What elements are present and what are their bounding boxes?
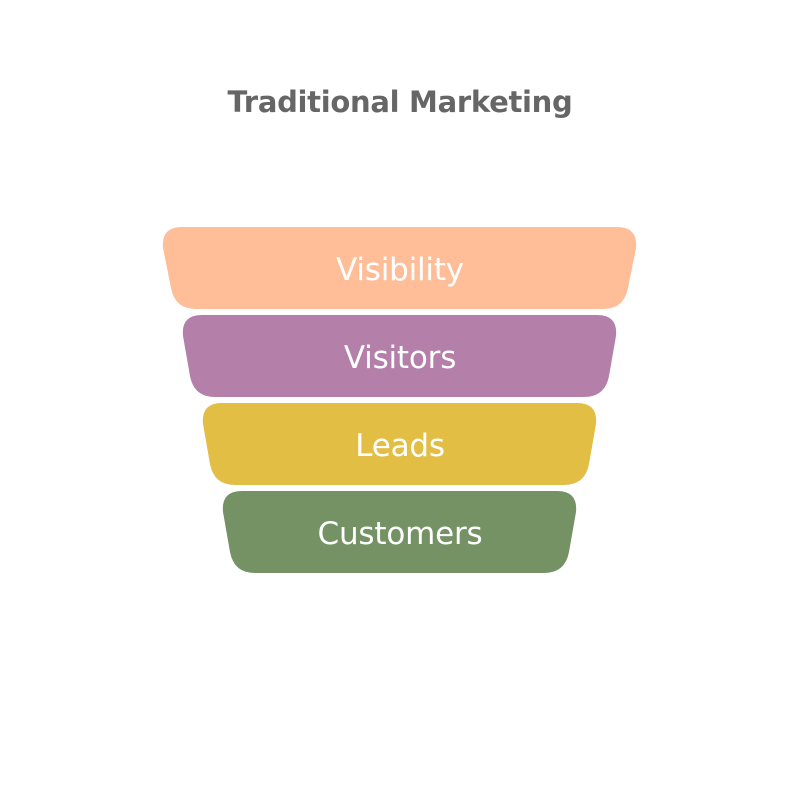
funnel-stage-visitors-label: Visitors	[343, 340, 457, 376]
funnel-stage-visibility-label: Visibility	[336, 252, 464, 288]
diagram-title: Traditional Marketing	[227, 85, 573, 119]
funnel-stage-visibility-shape	[162, 227, 637, 309]
funnel-stage-customers-shape	[222, 491, 577, 573]
funnel-stage-visitors-shape	[182, 315, 617, 397]
funnel-stage-customers-label: Customers	[317, 516, 483, 552]
funnel-stage-leads-label: Leads	[355, 428, 445, 464]
funnel-stage-leads-shape	[202, 403, 597, 485]
